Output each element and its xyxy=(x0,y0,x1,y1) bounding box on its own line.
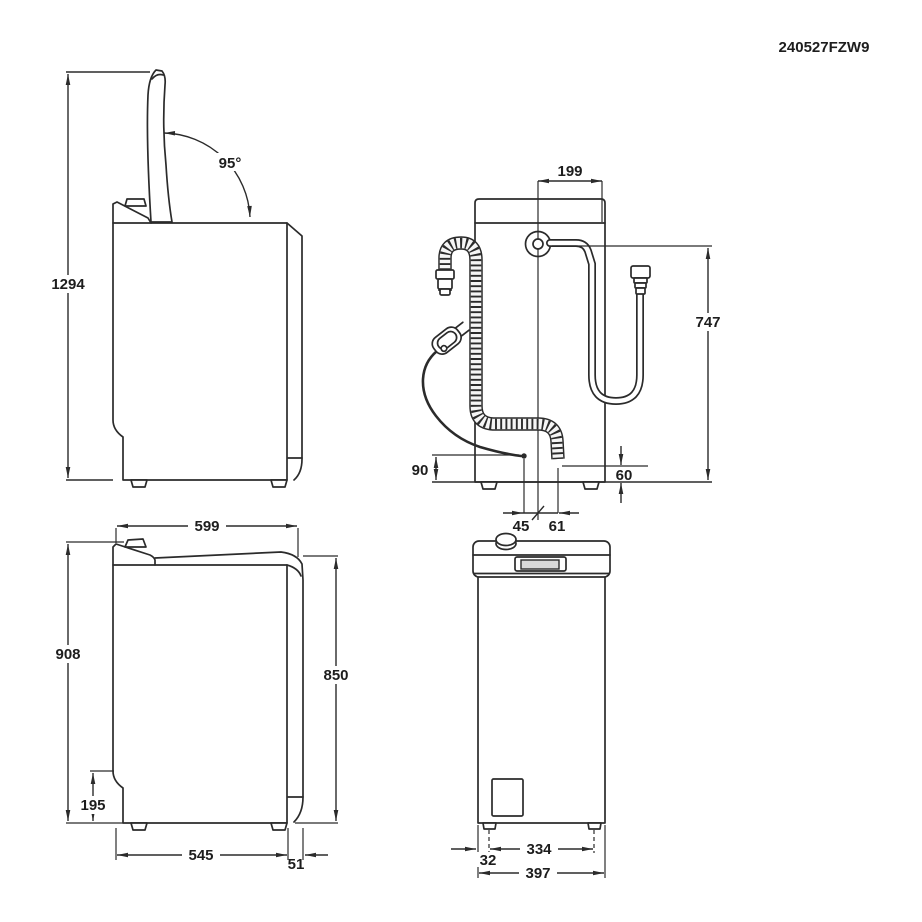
dim-body-height: 850 xyxy=(323,667,348,684)
inlet-hose-connector xyxy=(630,265,651,279)
document-code: 240527FZW9 xyxy=(779,39,870,56)
dim-width: 599 xyxy=(194,518,219,535)
panel-button xyxy=(124,538,147,548)
foot xyxy=(270,822,288,831)
dim-hose-reach: 747 xyxy=(695,314,720,331)
dim-foot-inset: 32 xyxy=(480,852,497,869)
foot xyxy=(270,479,288,488)
machine-body-side xyxy=(112,564,288,824)
view-front: 334 32 397 xyxy=(451,532,611,882)
foot xyxy=(582,481,600,490)
machine-body-side xyxy=(112,222,288,481)
dim-base-depth: 545 xyxy=(188,847,213,864)
dim-lid-angle: 95° xyxy=(219,155,242,172)
lid-closed xyxy=(154,551,304,823)
power-cord xyxy=(421,349,523,458)
machine-body-front xyxy=(477,576,606,824)
view-side-closed: 599 908 850 195 545 51 xyxy=(49,517,355,873)
foot xyxy=(482,822,497,830)
foot xyxy=(130,479,148,488)
power-plug xyxy=(431,321,470,355)
dim-cord-drop: 90 xyxy=(412,462,429,479)
dim-feet-span: 334 xyxy=(526,841,552,858)
inlet-hose xyxy=(546,239,651,406)
filter-door xyxy=(491,778,524,817)
view-rear-hoses: 199 747 90 60 45 61 xyxy=(412,163,725,535)
program-knob xyxy=(495,532,517,551)
dim-drain-drop: 60 xyxy=(616,467,633,484)
drain-hose-fitting xyxy=(435,269,455,280)
drain-hose xyxy=(435,236,565,460)
panel-button xyxy=(124,198,147,207)
dim-drain-offset: 61 xyxy=(549,518,566,535)
dim-total-height: 908 xyxy=(55,646,80,663)
view-side-open-lid: 1294 95° xyxy=(48,69,303,488)
dim-cord-offset: 45 xyxy=(513,518,530,535)
foot xyxy=(587,822,602,830)
control-panel-side xyxy=(112,201,152,224)
foot xyxy=(130,822,148,831)
machine-rear-edge xyxy=(286,222,303,481)
dim-rear-gap: 51 xyxy=(288,856,305,873)
foot xyxy=(480,481,498,490)
dim-base-width: 397 xyxy=(525,865,550,882)
open-lid xyxy=(146,69,173,223)
dim-inlet-offset: 199 xyxy=(557,163,582,180)
lid-handle-recess xyxy=(520,559,560,570)
dim-open-height: 1294 xyxy=(51,276,85,293)
dim-plinth-height: 195 xyxy=(80,797,105,814)
